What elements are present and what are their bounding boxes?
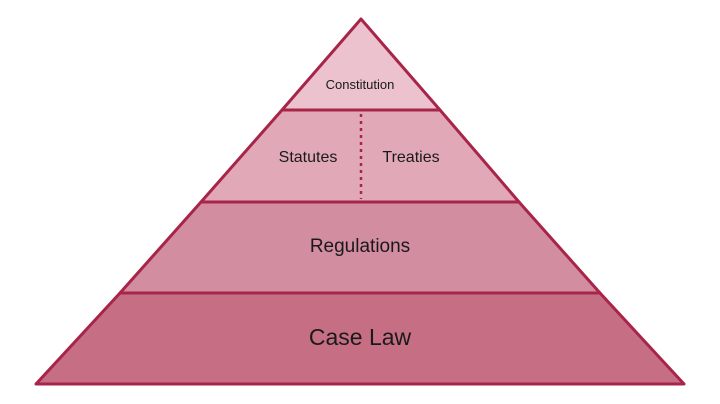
label-constitution: Constitution <box>326 77 395 92</box>
label-statutes: Statutes <box>279 149 338 166</box>
label-treaties: Treaties <box>382 149 439 166</box>
label-regulations: Regulations <box>310 236 410 257</box>
tier-constitution <box>280 17 442 112</box>
label-case-law: Case Law <box>309 324 412 350</box>
tier-case-law <box>34 291 686 386</box>
